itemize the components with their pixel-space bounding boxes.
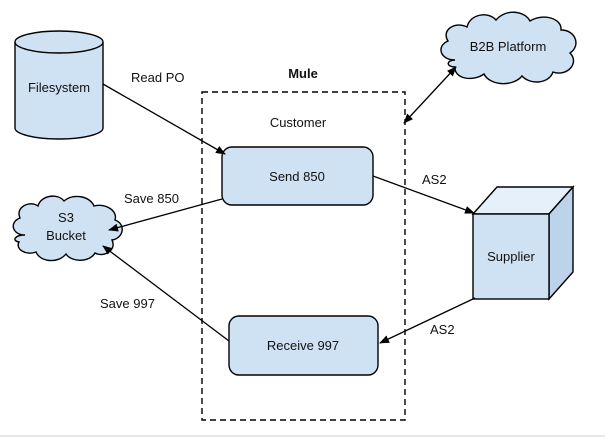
b2b-platform-node: B2B Platform: [440, 11, 577, 85]
customer-label: Customer: [270, 115, 327, 130]
receive-997-label: Receive 997: [267, 338, 339, 353]
edge-b2b-mule: [403, 66, 457, 124]
s3-label-line1: S3: [58, 210, 74, 225]
send-850-node: Send 850: [221, 146, 374, 206]
filesystem-label: Filesystem: [28, 80, 90, 95]
s3-bucket-node: S3 Bucket: [12, 195, 123, 262]
mule-title: Mule: [288, 66, 318, 81]
edge-as2-out: [372, 175, 475, 214]
read-po-label: Read PO: [131, 70, 184, 85]
save-997-label: Save 997: [100, 296, 155, 311]
edge-save-997: [102, 245, 230, 342]
as2-in-label: AS2: [430, 322, 455, 337]
edge-save-850: [108, 198, 223, 232]
supplier-node: Supplier: [471, 185, 575, 301]
send-850-label: Send 850: [269, 169, 325, 184]
s3-label-line2: Bucket: [46, 228, 86, 243]
supplier-label: Supplier: [487, 249, 535, 264]
edge-as2-in: [379, 297, 476, 344]
edge-read-po: [102, 83, 226, 155]
receive-997-node: Receive 997: [228, 315, 379, 376]
b2b-platform-label: B2B Platform: [470, 39, 547, 54]
mule-container: [201, 91, 406, 421]
as2-out-label: AS2: [422, 172, 447, 187]
save-850-label: Save 850: [124, 191, 179, 206]
filesystem-node: Filesystem: [14, 30, 104, 140]
